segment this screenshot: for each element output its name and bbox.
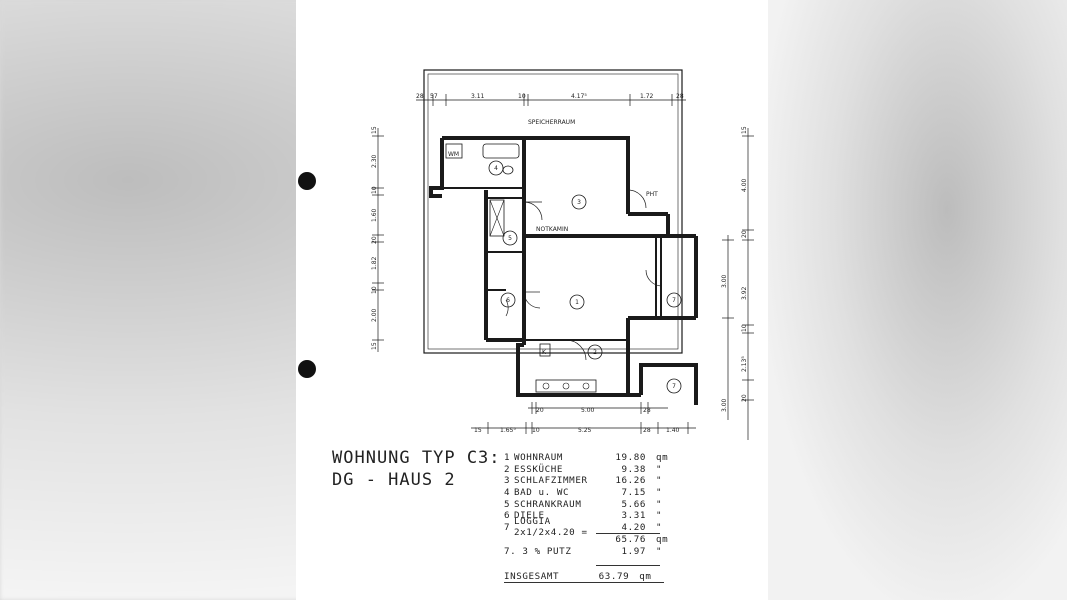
svg-text:28: 28 — [416, 93, 424, 100]
right-dimensions: 15 4.00 20 3.00 3.92 10 2.13⁵ 3.00 20 — [721, 126, 748, 412]
storage-label: SPEICHERRAUM — [528, 119, 575, 126]
svg-text:15: 15 — [371, 126, 378, 134]
svg-text:3.00: 3.00 — [721, 274, 728, 288]
svg-text:10: 10 — [532, 427, 540, 434]
wm-label: WM — [448, 151, 459, 158]
svg-text:1.60: 1.60 — [371, 208, 378, 222]
room-number-5: 5 — [508, 235, 512, 242]
svg-text:28: 28 — [643, 427, 651, 434]
area-row: 2 ESSKÜCHE 9.38 " — [504, 463, 663, 475]
area-row: 5 SCHRANKRAUM 5.66 " — [504, 498, 663, 510]
area-row: 4 BAD u. WC 7.15 " — [504, 487, 663, 499]
area-row: 3 SCHLAFZIMMER 16.26 " — [504, 475, 663, 487]
svg-text:15: 15 — [474, 427, 482, 434]
svg-text:3.11: 3.11 — [471, 93, 485, 100]
blurred-background-right — [767, 0, 1067, 600]
svg-text:57: 57 — [430, 93, 438, 100]
svg-text:1.65⁵: 1.65⁵ — [500, 427, 516, 434]
room-number-3: 3 — [577, 199, 581, 206]
floor-plan-drawing: 1 2 3 4 5 6 7 7 SPEICHERRAUM NOTKAMIN WM… — [371, 69, 754, 440]
svg-text:10: 10 — [518, 93, 526, 100]
plan-title: WOHNUNG TYP C3: DG - HAUS 2 — [332, 447, 501, 491]
plan-title-line2: DG - HAUS 2 — [332, 470, 456, 490]
svg-text:2.13⁵: 2.13⁵ — [741, 356, 748, 372]
area-row: 6 DIELE 3.31 " — [504, 510, 663, 522]
room-number-2: 2 — [593, 349, 597, 356]
svg-text:1.40: 1.40 — [666, 427, 680, 434]
svg-text:28: 28 — [676, 93, 684, 100]
svg-text:15: 15 — [371, 342, 378, 350]
svg-text:4.17⁵: 4.17⁵ — [571, 93, 587, 100]
top-dimensions: 28 57 3.11 10 4.17⁵ 1.72 28 — [416, 93, 684, 100]
deduction-row: 7. 3 % PUTZ 1.97 " — [504, 546, 663, 558]
area-table: 1 WOHNRAUM 19.80 qm 2 ESSKÜCHE 9.38 " 3 … — [504, 452, 684, 583]
subtotal-divider — [596, 533, 660, 535]
punch-hole — [298, 360, 316, 378]
total-divider — [596, 565, 660, 567]
room-number-1: 1 — [575, 299, 579, 306]
svg-text:10: 10 — [371, 286, 378, 294]
svg-text:10: 10 — [371, 186, 378, 194]
room-number-6: 6 — [506, 297, 510, 304]
svg-text:1.72: 1.72 — [640, 93, 654, 100]
wall-north — [442, 136, 630, 214]
svg-text:2.30: 2.30 — [371, 154, 378, 168]
left-dimensions: 15 2.30 10 1.60 20 1.82 10 2.00 15 — [371, 126, 378, 350]
punch-hole — [298, 172, 316, 190]
area-row: 7 LOGGIA 2x1/2x4.20 = 4.20 " — [504, 516, 663, 539]
svg-text:20: 20 — [741, 230, 748, 238]
svg-text:3.00: 3.00 — [721, 398, 728, 412]
chimney-label: NOTKAMIN — [536, 226, 568, 233]
svg-text:5.00: 5.00 — [581, 407, 595, 414]
plan-title-line1: WOHNUNG TYP C3: — [332, 448, 501, 468]
svg-text:15: 15 — [741, 126, 748, 134]
k-label: K — [542, 349, 547, 356]
pht-label: PHT — [646, 191, 658, 198]
room-numbers: 1 2 3 4 5 6 7 7 — [494, 165, 676, 390]
total-row: INSGESAMT 63.79 qm — [504, 570, 664, 583]
room-number-7b: 7 — [672, 383, 676, 390]
area-row: 1 WOHNRAUM 19.80 qm — [504, 452, 669, 464]
bottom-dimensions: 20 5.00 28 15 1.65⁵ 10 5.25 28 1.40 — [474, 407, 680, 434]
svg-text:1.82: 1.82 — [371, 256, 378, 270]
room-number-4: 4 — [494, 165, 498, 172]
subtotal-row: 65.76 qm — [615, 534, 669, 546]
svg-text:20: 20 — [371, 236, 378, 244]
floor-plan-sheet: 1 2 3 4 5 6 7 7 SPEICHERRAUM NOTKAMIN WM… — [296, 0, 768, 600]
svg-text:2.00: 2.00 — [371, 308, 378, 322]
svg-text:3.92: 3.92 — [741, 286, 748, 300]
svg-text:4.00: 4.00 — [741, 178, 748, 192]
svg-text:28: 28 — [643, 407, 651, 414]
svg-text:5.25: 5.25 — [578, 427, 592, 434]
roof-outline — [423, 69, 683, 354]
room-number-7a: 7 — [672, 297, 676, 304]
svg-text:20: 20 — [741, 394, 748, 402]
svg-text:10: 10 — [741, 324, 748, 332]
svg-text:20: 20 — [536, 407, 544, 414]
